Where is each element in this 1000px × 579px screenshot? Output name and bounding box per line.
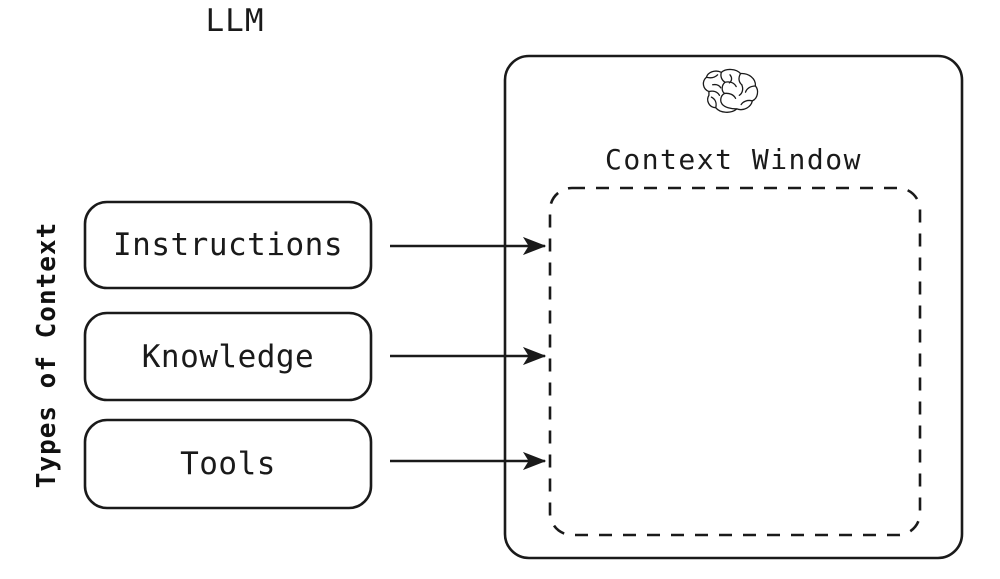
context-window-label: Context Window bbox=[604, 143, 862, 176]
context-box-tools[interactable] bbox=[83, 418, 373, 510]
types-of-context-axis-label: Types of Context bbox=[32, 221, 62, 489]
context-window-box bbox=[548, 186, 922, 537]
llm-container-box bbox=[503, 54, 964, 560]
context-box-label-instructions[interactable]: Instructions bbox=[113, 227, 343, 263]
context-box-knowledge[interactable] bbox=[83, 311, 373, 402]
context-box-label-tools[interactable]: Tools bbox=[180, 446, 276, 482]
context-box-label-knowledge[interactable]: Knowledge bbox=[141, 338, 315, 375]
brain-icon bbox=[702, 68, 759, 113]
context-box-instructions[interactable] bbox=[83, 200, 373, 290]
llm-title: LLM bbox=[205, 3, 265, 39]
